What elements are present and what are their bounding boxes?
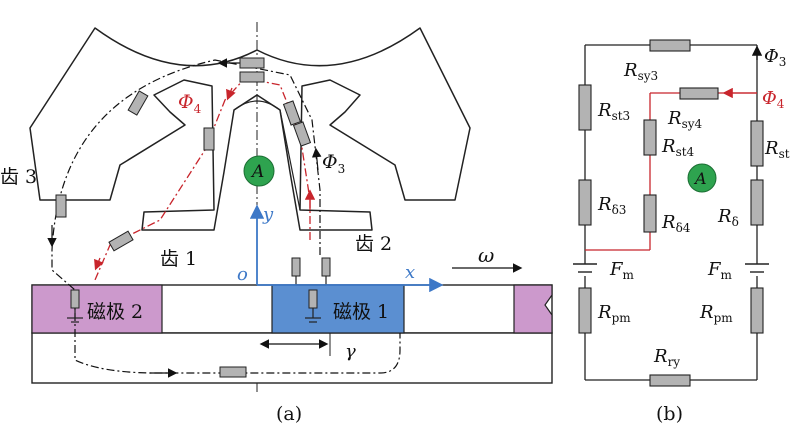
resistor-rst	[750, 120, 764, 167]
resistors-b	[578, 39, 764, 387]
mmf-source-right	[745, 263, 769, 273]
resistor-rsy3	[649, 39, 691, 52]
caption-a: (a)	[276, 403, 302, 425]
resistor-rpm-right	[750, 287, 764, 334]
label-rry: Rry	[653, 346, 680, 369]
label-rpm-right: Rpm	[699, 302, 733, 325]
label-rd: Rδ	[717, 206, 739, 229]
x-axis-label: x	[405, 262, 415, 283]
label-rst: Rst	[764, 138, 790, 161]
label-rd4: Rδ4	[661, 212, 691, 235]
label-rpm-left: Rpm	[597, 302, 631, 325]
figure-b: A Rsy3 Φ3 Φ4 Rst3 Rsy4 Rst4 Rst Rδ3 Rδ4 …	[573, 39, 790, 425]
reluctance-blocks-a	[55, 57, 331, 378]
stator-core	[29, 27, 471, 231]
resistor-rd	[750, 179, 764, 226]
resistor-rry	[649, 374, 691, 387]
phi3-arrow-4	[311, 147, 322, 171]
pole-1	[271, 284, 405, 334]
rotor-yoke	[31, 332, 553, 384]
region-a-marker	[243, 155, 275, 187]
label-fm-left: Fm	[609, 259, 635, 282]
region-a-label-b: A	[693, 169, 707, 188]
phi4-label-a: Φ4	[178, 91, 202, 116]
resistor-rst4	[643, 119, 657, 156]
resistor-rd3	[578, 179, 592, 226]
phi3-label-a: Φ3	[322, 151, 345, 176]
pole-1-label: 磁极 1	[333, 301, 389, 323]
phi4-arrow-3	[94, 257, 104, 271]
phi4-arrow-2	[226, 87, 236, 101]
tooth-1-body	[233, 100, 301, 211]
resistor-rsy4	[679, 87, 719, 100]
label-fm-right: Fm	[707, 259, 733, 282]
region-a-marker-b	[687, 163, 717, 193]
figure-a: y x o γ ω A Φ4 Φ3 齿 3 齿 1 齿 2 磁极 2 磁极 1 …	[0, 22, 553, 425]
region-a-label: A	[250, 162, 264, 182]
phi4-label-b: Φ4	[762, 88, 785, 111]
phi3-label-b: Φ3	[764, 46, 786, 69]
omega-label: ω	[478, 243, 494, 267]
label-rsy3: Rsy3	[623, 60, 658, 83]
y-axis-label: y	[262, 204, 274, 225]
resistor-rpm-left	[578, 287, 592, 334]
label-rst3: Rst3	[597, 100, 630, 123]
label-rd3: Rδ3	[597, 194, 626, 217]
tooth-2-label: 齿 2	[355, 233, 392, 255]
pole-2-label: 磁极 2	[87, 301, 143, 323]
origin-label: o	[237, 264, 248, 285]
label-rst4: Rst4	[661, 136, 695, 159]
tooth-1-label: 齿 1	[160, 248, 197, 270]
pole-2	[31, 284, 163, 334]
mmf-source-left	[573, 263, 597, 273]
caption-b: (b)	[656, 403, 683, 425]
tooth-3-label: 齿 3	[0, 166, 37, 188]
resistor-rd4	[643, 194, 657, 233]
label-rsy4: Rsy4	[667, 108, 703, 131]
pole-right-partial	[513, 284, 553, 334]
gamma-label: γ	[345, 341, 356, 362]
resistor-rst3	[578, 84, 592, 131]
outer-loop-wires	[584, 44, 758, 381]
